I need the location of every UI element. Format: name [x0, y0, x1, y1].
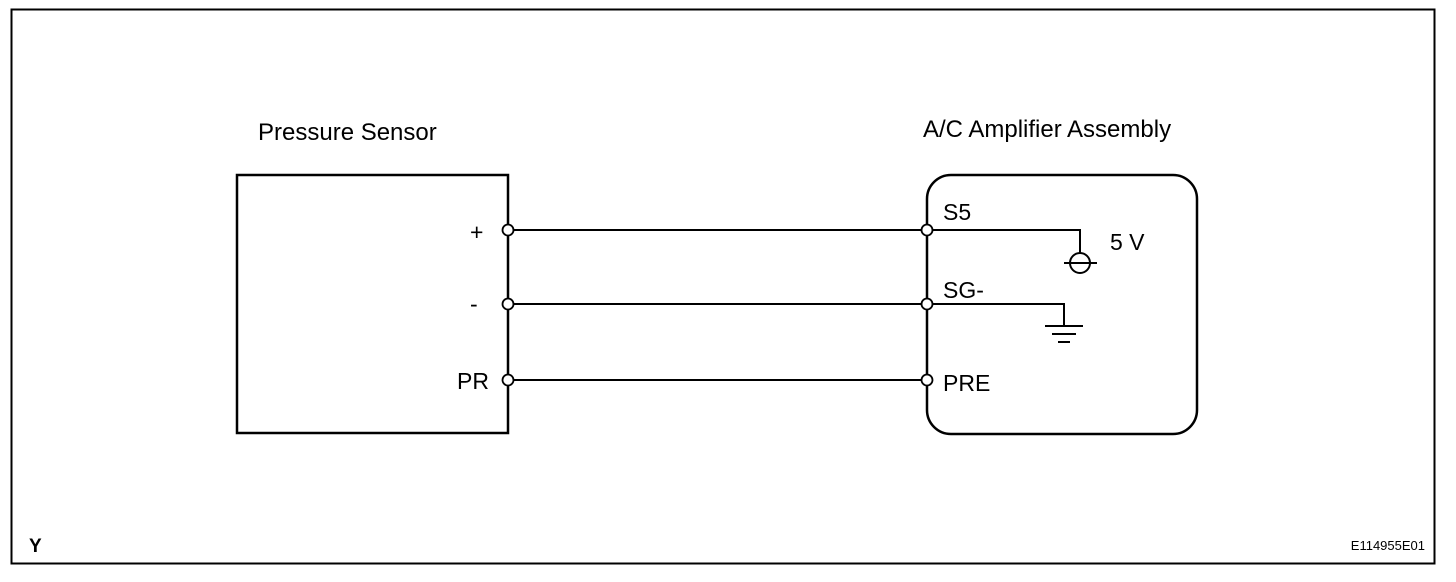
amplifier-title: A/C Amplifier Assembly	[923, 116, 1171, 143]
pin-label-pre: PRE	[943, 370, 990, 396]
terminal-pre	[920, 373, 934, 387]
terminal-minus	[501, 297, 515, 311]
pin-label-sg: SG-	[943, 277, 984, 303]
pressure-sensor-title: Pressure Sensor	[258, 119, 437, 146]
corner-mark: Y	[29, 536, 42, 557]
voltage-source-icon	[1064, 252, 1097, 274]
pin-label-minus: -	[470, 291, 478, 317]
s5-internal-wire	[933, 229, 1081, 253]
terminal-plus	[501, 223, 515, 237]
supply-voltage-label: 5 V	[1110, 229, 1145, 255]
ground-icon	[1045, 325, 1083, 343]
figure-id: E114955E01	[1351, 538, 1425, 553]
terminal-pr	[501, 373, 515, 387]
pin-label-s5: S5	[943, 199, 971, 225]
sg-internal-wire	[933, 303, 1065, 326]
pressure-sensor-box	[235, 173, 510, 435]
terminal-s5	[920, 223, 934, 237]
pin-label-plus: +	[470, 219, 483, 245]
diagram-frame	[10, 8, 1436, 565]
terminal-sg	[920, 297, 934, 311]
pin-label-pr: PR	[457, 368, 489, 394]
